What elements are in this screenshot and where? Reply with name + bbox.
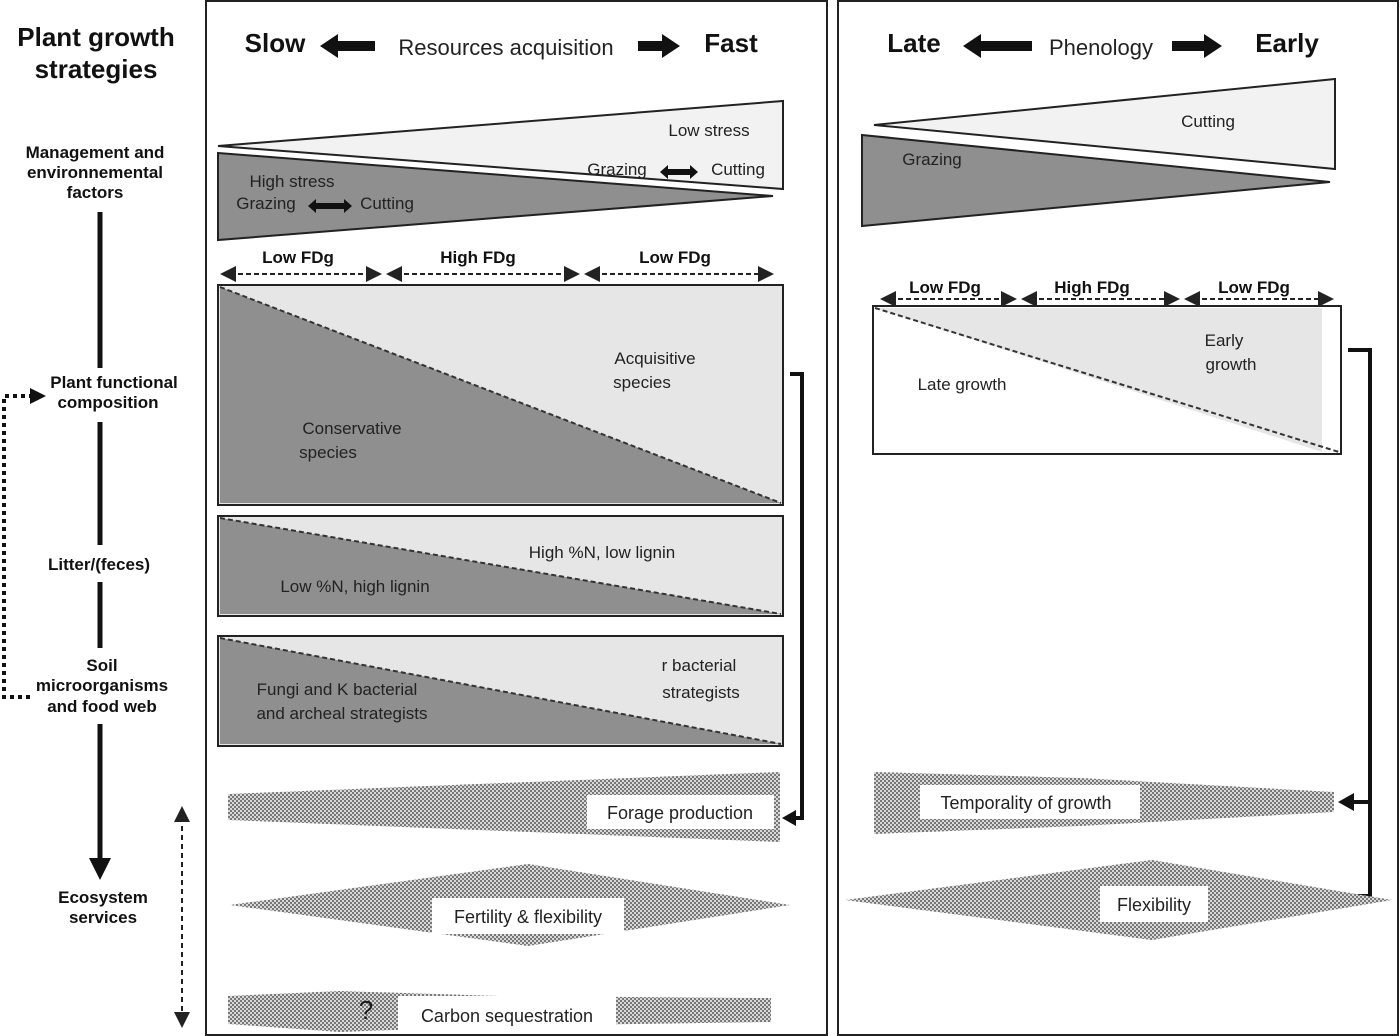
panel-resources-acquisition: Slow Resources acquisition Fast Low stre…: [174, 0, 828, 1036]
level-soil-line2: microorganisms: [36, 676, 168, 695]
label-conservative-line1: Conservative: [302, 419, 401, 438]
label-late-growth: Late growth: [918, 375, 1007, 394]
label-forage-production: Forage production: [607, 803, 753, 823]
question-mark: ?: [359, 995, 373, 1025]
label-cutting: Cutting: [1181, 112, 1235, 131]
label-early-growth-line1: Early: [1205, 331, 1244, 350]
arrow-right-icon: [1172, 34, 1222, 58]
feedback-loop-dotted: [2, 394, 30, 699]
label-acquisitive-line2: species: [613, 373, 671, 392]
double-arrow-icon: [660, 165, 698, 179]
double-arrow-icon: [308, 199, 352, 213]
level-services-line2: services: [69, 908, 137, 927]
label-grazing-left: Grazing: [236, 194, 296, 213]
divider-phenology: [874, 307, 1340, 453]
label-early-growth-line2: growth: [1205, 355, 1256, 374]
label-cutting-right: Cutting: [711, 160, 765, 179]
panel-phenology: Late Phenology Early Cutting Grazing Low…: [837, 0, 1399, 1036]
label-box-carbon: [398, 996, 616, 1030]
side-title-line2: strategies: [35, 54, 158, 84]
level-litter: Litter/(feces): [48, 555, 150, 574]
label-conservative-line2: species: [299, 443, 357, 462]
level-functional-line1: Plant functional: [50, 373, 178, 392]
label-flexibility: Flexibility: [1117, 895, 1191, 915]
header-fast: Fast: [704, 28, 758, 58]
wedge-grazing: [861, 133, 1331, 228]
label-low-n: Low %N, high lignin: [280, 577, 429, 596]
bracket-arrow-flexibility: [1348, 348, 1372, 898]
bracket-arrow-forage: [790, 372, 804, 820]
left-column: Plant growth strategies Management and e…: [2, 22, 178, 927]
level-management-line1: Management and: [26, 143, 165, 162]
arrow-right-icon: [638, 34, 680, 58]
label-high-stress: High stress: [249, 172, 334, 191]
fdg-low-2: Low FDg: [1218, 278, 1290, 297]
level-functional-line2: composition: [57, 393, 158, 412]
fdg-low-2: Low FDg: [639, 248, 711, 267]
fdg-low-1: Low FDg: [262, 248, 334, 267]
label-high-n: High %N, low lignin: [529, 543, 675, 562]
label-fertility-flexibility: Fertility & flexibility: [454, 907, 602, 927]
label-box-forage: [587, 795, 774, 829]
header-late: Late: [887, 28, 940, 58]
label-acquisitive-line1: Acquisitive: [614, 349, 695, 368]
wedge-low-stress: [217, 99, 784, 191]
label-cutting-left: Cutting: [360, 194, 414, 213]
label-fungi-k-line2: and archeal strategists: [256, 704, 427, 723]
level-soil-line1: Soil: [86, 656, 117, 675]
arrow-left-icon: [963, 34, 1032, 58]
divider-litter: [219, 517, 782, 615]
label-box-temporality: [920, 785, 1140, 819]
level-services-line1: Ecosystem: [58, 888, 148, 907]
panel-phenology-frame: [837, 0, 1399, 1036]
fdg-low-1: Low FDg: [909, 278, 981, 297]
arrow-left-icon: [320, 34, 375, 58]
label-grazing: Grazing: [902, 150, 962, 169]
label-low-stress: Low stress: [668, 121, 749, 140]
header-resources-acquisition: Resources acquisition: [398, 35, 613, 60]
area-early-growth: [875, 308, 1322, 452]
fdg-high: High FDg: [1054, 278, 1130, 297]
label-fungi-k-line1: Fungi and K bacterial: [257, 680, 418, 699]
wedge-high-stress: [217, 151, 774, 242]
divider-functional: [219, 286, 782, 504]
bracket-arrowhead-forage: [782, 810, 796, 826]
divider-soil: [219, 637, 782, 745]
feedback-loop-arrowhead: [30, 388, 46, 404]
label-box-fertility: [432, 898, 624, 934]
level-soil-line3: and food web: [47, 697, 157, 716]
level-management-line2: environnemental: [27, 163, 163, 182]
label-temporality-growth: Temporality of growth: [940, 793, 1111, 813]
label-carbon-sequestration: Carbon sequestration: [421, 1006, 593, 1026]
header-early: Early: [1255, 28, 1319, 58]
wedge-cutting: [873, 77, 1336, 171]
panel-resources-frame: [205, 0, 828, 1036]
level-management-line3: factors: [67, 183, 124, 202]
axis-arrowhead-down: [89, 858, 111, 880]
label-r-bacterial-line2: strategists: [662, 683, 739, 702]
label-r-bacterial-line1: r bacterial: [662, 656, 737, 675]
header-phenology: Phenology: [1049, 35, 1153, 60]
label-grazing-right: Grazing: [587, 160, 647, 179]
fdg-high: High FDg: [440, 248, 516, 267]
arrowhead-temporality: [1338, 793, 1354, 811]
side-title-line1: Plant growth: [17, 22, 174, 52]
label-box-flexibility: [1100, 886, 1208, 922]
header-slow: Slow: [245, 28, 306, 58]
